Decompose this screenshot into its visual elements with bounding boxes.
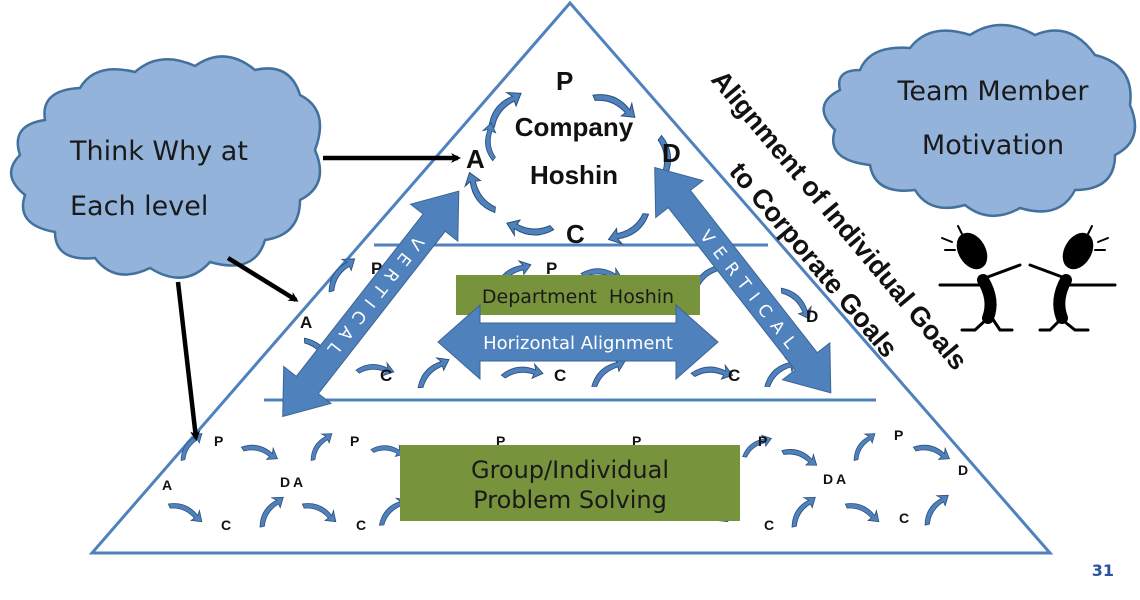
group-pdca-a-1: A [162,477,172,493]
department-pdca-p-2: P [546,259,557,278]
horizontal-alignment-label: Horizontal Alignment [483,333,673,354]
team-motivation-line1: Team Member [896,76,1089,107]
department-pdca-d: D [806,307,818,326]
think-why-line2: Each level [70,191,208,222]
department-pdca-c-2: C [554,366,566,385]
arrow-to-department [226,256,299,302]
page-number: 31 [1091,561,1114,580]
group-pdca-c-6: C [899,510,909,526]
group-pdca-c-5: C [764,517,774,533]
company-hoshin-title: Company [515,112,634,142]
group-pdca-d-6: D [958,462,968,478]
company-pdca-a: A [466,144,485,174]
high-five-figures-icon [938,225,1117,332]
think-why-cloud [10,55,322,279]
group-pdca-p-4: P [632,433,641,449]
group-pdca-p-6: P [894,427,903,443]
company-pdca-d: D [662,138,681,168]
department-pdca-c: C [380,366,392,385]
department-pdca-p: P [371,259,382,278]
group-pdca-a-6: A [836,471,846,487]
group-pdca-p-1: P [214,433,223,449]
horizontal-alignment-arrow [437,303,719,381]
group-pdca-p-5: P [758,433,767,449]
group-pdca-c-2: C [356,517,366,533]
think-why-line1: Think Why at [69,136,248,167]
department-pdca-a: A [300,313,312,332]
company-pdca-p: P [556,66,573,96]
group-pdca-a-2: A [293,474,303,490]
department-hoshin-title: Department Hoshin [482,286,674,308]
company-pdca-c: C [566,219,585,249]
group-problem-solving-title: Group/Individual [471,456,669,484]
team-motivation-cloud [822,23,1137,217]
group-pdca-d-1: D [280,474,290,490]
pyramid-outline [88,0,1054,555]
department-pdca-c-3: C [728,366,740,385]
arrow-to-group [175,281,201,441]
group-pdca-d-5: D [823,471,833,487]
group-pdca-p-2: P [350,433,359,449]
team-motivation-line2: Motivation [922,130,1064,161]
group-pdca-p-3: P [496,433,505,449]
group-problem-solving-box [400,445,740,521]
vertical-left-label: VERTICAL [317,232,427,365]
group-problem-solving-title-2: Problem Solving [473,486,667,514]
company-hoshin-title-2: Hoshin [530,160,618,190]
department-hoshin-box [456,275,700,315]
group-pdca-c-1: C [221,517,231,533]
